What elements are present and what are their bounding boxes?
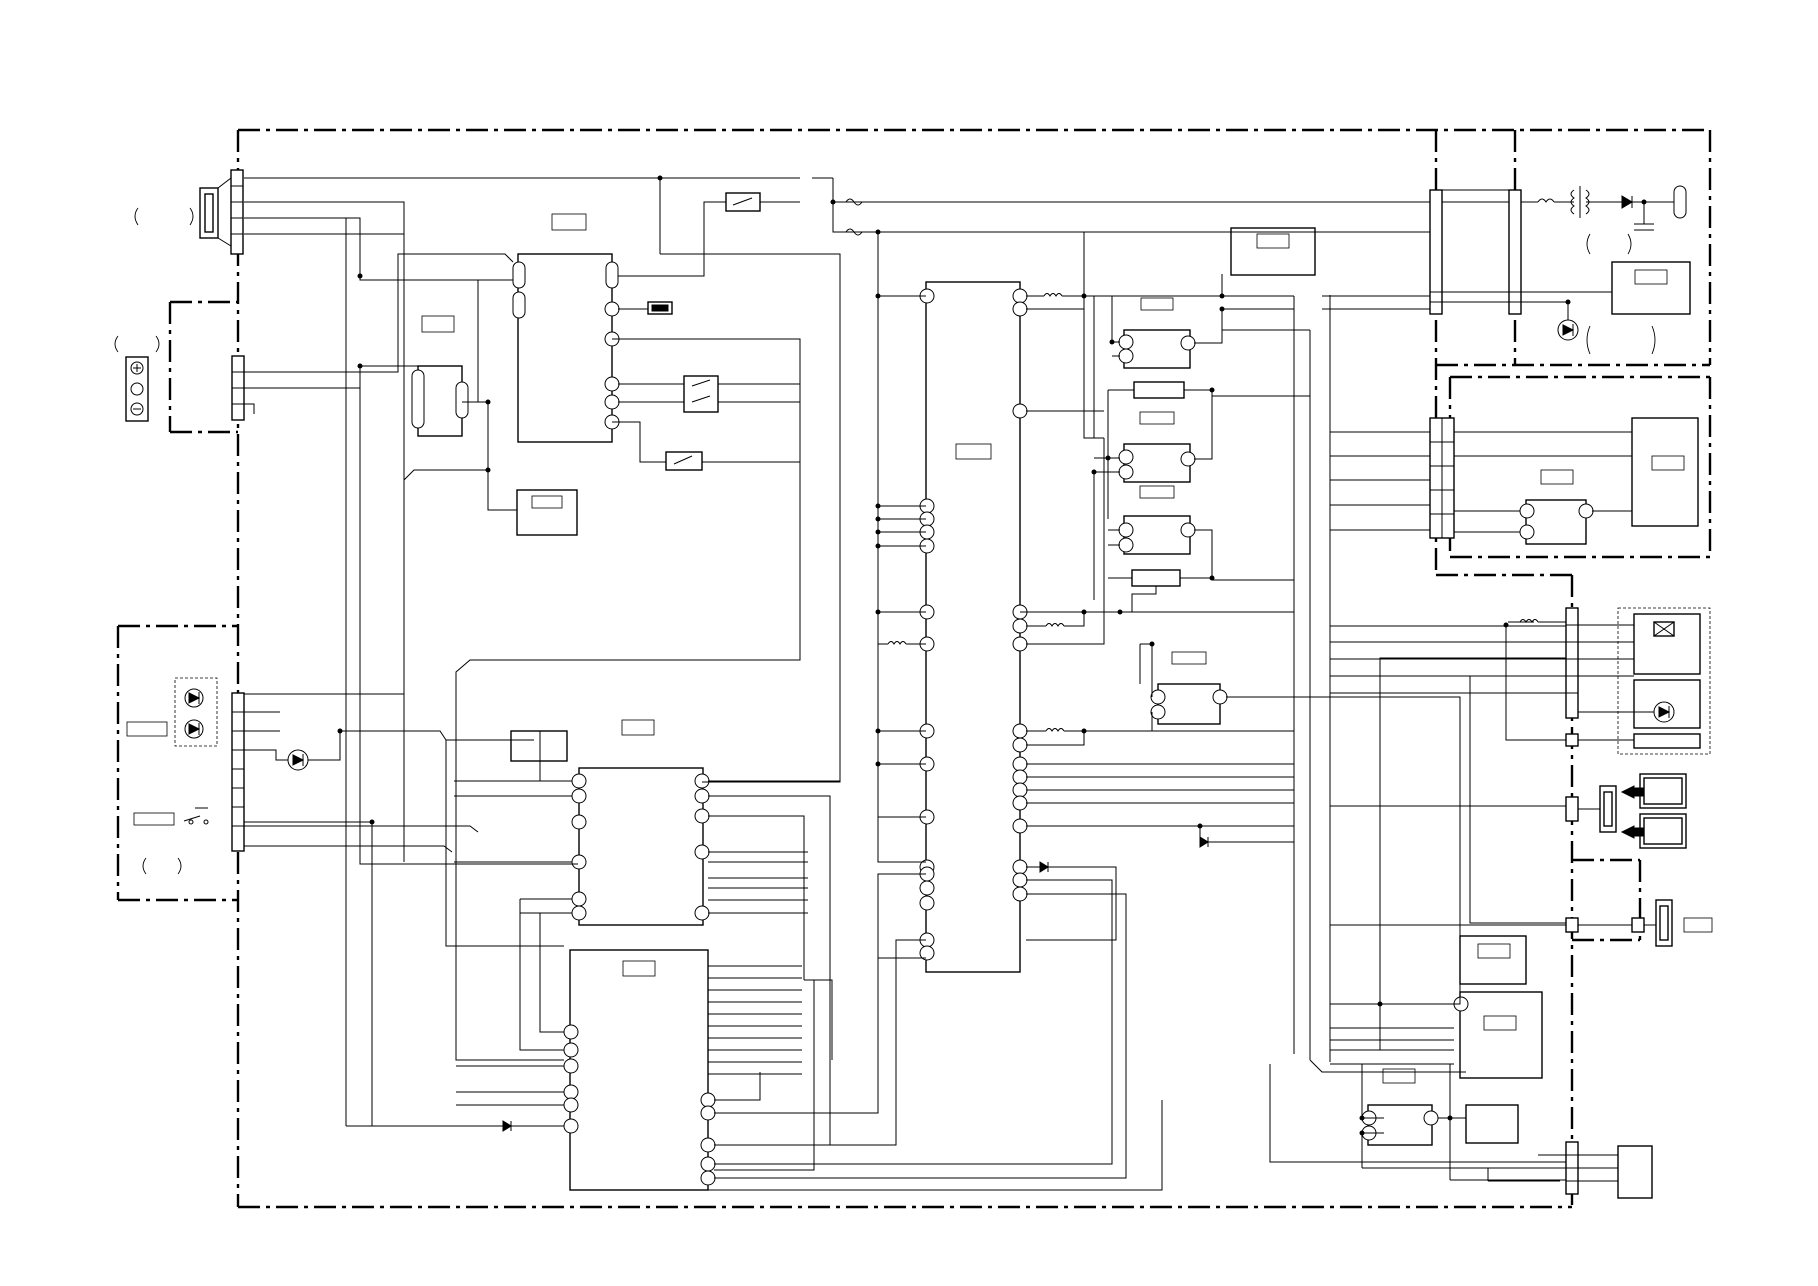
resistor-array-1 bbox=[1133, 381, 1185, 399]
led-inverter bbox=[1557, 319, 1656, 355]
connector-cn-control bbox=[231, 692, 245, 852]
ic-power-top bbox=[512, 253, 620, 443]
ic-inverter-block bbox=[1611, 261, 1691, 315]
ic-small-left bbox=[411, 365, 469, 437]
ic-main-processor bbox=[563, 949, 716, 1191]
connector-cn-earphone bbox=[1565, 899, 1713, 947]
label-box-control-2 bbox=[133, 812, 175, 826]
ic-large-center bbox=[919, 281, 1028, 973]
dc-jack-board-boundary bbox=[168, 300, 238, 434]
paren-inv-right bbox=[1627, 233, 1632, 255]
resistor-array-2 bbox=[1131, 569, 1181, 587]
label-box-control-1 bbox=[126, 721, 168, 737]
switch-sw1 bbox=[683, 375, 719, 413]
paren-inv-left bbox=[1586, 233, 1591, 255]
label-box-r1 bbox=[1139, 411, 1175, 425]
control-board-boundary bbox=[116, 624, 238, 902]
relay-top bbox=[725, 192, 761, 212]
sensor-board bbox=[1617, 607, 1711, 755]
ic-top-right-block bbox=[1230, 227, 1316, 276]
junction-dots bbox=[337, 175, 1647, 1136]
battery-jack bbox=[134, 177, 232, 247]
connector-cn-right bbox=[1565, 607, 1579, 747]
ic-sub-large bbox=[1631, 417, 1699, 527]
connector-cn-bottom-right bbox=[1565, 1141, 1653, 1199]
connector-cn-inverter-b bbox=[1508, 189, 1522, 315]
ic-opamp-1 bbox=[1118, 297, 1196, 369]
connector-cn-sub bbox=[1429, 417, 1455, 539]
label-box-ic2 bbox=[421, 315, 455, 333]
ic-lower-right-4 bbox=[1465, 1104, 1519, 1144]
dc-input-terminal bbox=[114, 335, 160, 422]
ic-sub-opamp bbox=[1519, 469, 1594, 545]
ic-reset bbox=[510, 730, 568, 762]
led-indicators bbox=[174, 677, 309, 771]
connector-cn-inverter-a bbox=[1429, 189, 1443, 315]
fuse-resistor bbox=[647, 301, 673, 315]
power-switch bbox=[142, 807, 209, 875]
diode-inverter bbox=[1621, 195, 1633, 209]
connector-cn-power bbox=[231, 355, 245, 421]
ic-regulator-box bbox=[516, 489, 578, 536]
ccfl-lamp bbox=[1673, 185, 1687, 219]
ic-mcu-middle bbox=[571, 767, 710, 926]
ic-opamp-3 bbox=[1118, 515, 1196, 555]
label-box-mcu bbox=[621, 719, 655, 736]
ic-opamp-4 bbox=[1150, 651, 1228, 725]
right-jack-board-boundary bbox=[1572, 858, 1642, 942]
ic-opamp-2 bbox=[1118, 443, 1196, 499]
ic-lower-right-1 bbox=[1459, 935, 1527, 985]
capacitor-inverter bbox=[1634, 202, 1654, 231]
ic-lower-right-2 bbox=[1453, 991, 1543, 1079]
label-box-ic1 bbox=[551, 213, 587, 231]
switch-sw2 bbox=[665, 451, 703, 471]
wires bbox=[244, 177, 1674, 1191]
connector-cn-left-top bbox=[230, 169, 244, 255]
connector-cn-card bbox=[1565, 773, 1687, 849]
ic-lower-right-3 bbox=[1361, 1068, 1439, 1146]
